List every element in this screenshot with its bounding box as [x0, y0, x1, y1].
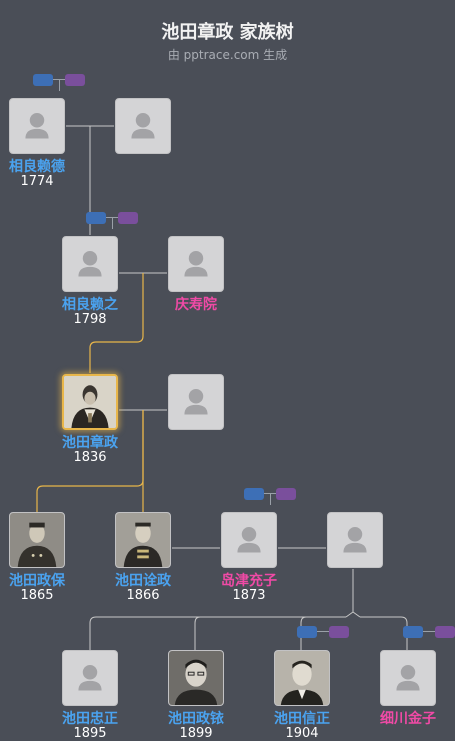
- person-card[interactable]: [9, 98, 65, 154]
- person-silhouette-icon: [116, 99, 170, 153]
- person-birth-year: 1873: [232, 588, 266, 603]
- person-name[interactable]: 池田章政: [62, 435, 118, 451]
- person-name[interactable]: 细川金子: [380, 711, 436, 727]
- person-birth-year: 1865: [20, 588, 54, 603]
- person-silhouette-icon: [222, 513, 276, 567]
- person-name[interactable]: 池田信正: [274, 711, 330, 727]
- person-name[interactable]: 岛津充子: [221, 573, 277, 589]
- person-card[interactable]: [168, 236, 224, 292]
- dna-badge[interactable]: [244, 488, 298, 505]
- dna-badge[interactable]: [403, 626, 455, 640]
- person-birth-year: 1899: [179, 726, 213, 741]
- person-card[interactable]: [62, 374, 118, 430]
- person-photo: [275, 651, 329, 705]
- person-card[interactable]: [62, 236, 118, 292]
- person-name[interactable]: 池田诠政: [115, 573, 171, 589]
- person-birth-year: 1866: [126, 588, 160, 603]
- person-name[interactable]: 池田政铱: [168, 711, 224, 727]
- dna-badge[interactable]: [86, 212, 140, 229]
- person-name[interactable]: 池田政保: [9, 573, 65, 589]
- person-card[interactable]: [168, 374, 224, 430]
- person-silhouette-icon: [328, 513, 382, 567]
- person-silhouette-icon: [10, 99, 64, 153]
- dna-badge[interactable]: [33, 74, 87, 91]
- person-silhouette-icon: [169, 375, 223, 429]
- page-title: 池田章政 家族树: [161, 22, 294, 43]
- person-photo: [64, 376, 116, 428]
- person-silhouette-icon: [63, 237, 117, 291]
- person-card[interactable]: [115, 98, 171, 154]
- person-name[interactable]: 庆寿院: [175, 297, 217, 313]
- person-card[interactable]: [380, 650, 436, 706]
- person-birth-year: 1798: [73, 312, 107, 327]
- person-card[interactable]: [62, 650, 118, 706]
- person-silhouette-icon: [63, 651, 117, 705]
- person-card[interactable]: [115, 512, 171, 568]
- person-birth-year: 1895: [73, 726, 107, 741]
- person-birth-year: 1774: [20, 174, 54, 189]
- person-card[interactable]: [9, 512, 65, 568]
- person-silhouette-icon: [381, 651, 435, 705]
- person-birth-year: 1836: [73, 450, 107, 465]
- person-name[interactable]: 池田忠正: [62, 711, 118, 727]
- person-photo: [10, 513, 64, 567]
- person-card[interactable]: [274, 650, 330, 706]
- person-name[interactable]: 相良赖德: [9, 159, 65, 175]
- dna-badge[interactable]: [297, 626, 351, 640]
- person-birth-year: 1904: [285, 726, 319, 741]
- person-name[interactable]: 相良赖之: [62, 297, 118, 313]
- person-card[interactable]: [327, 512, 383, 568]
- person-silhouette-icon: [169, 237, 223, 291]
- person-photo: [116, 513, 170, 567]
- person-card[interactable]: [168, 650, 224, 706]
- page-subtitle: 由 pptrace.com 生成: [167, 48, 288, 62]
- person-card[interactable]: [221, 512, 277, 568]
- person-photo: [169, 651, 223, 705]
